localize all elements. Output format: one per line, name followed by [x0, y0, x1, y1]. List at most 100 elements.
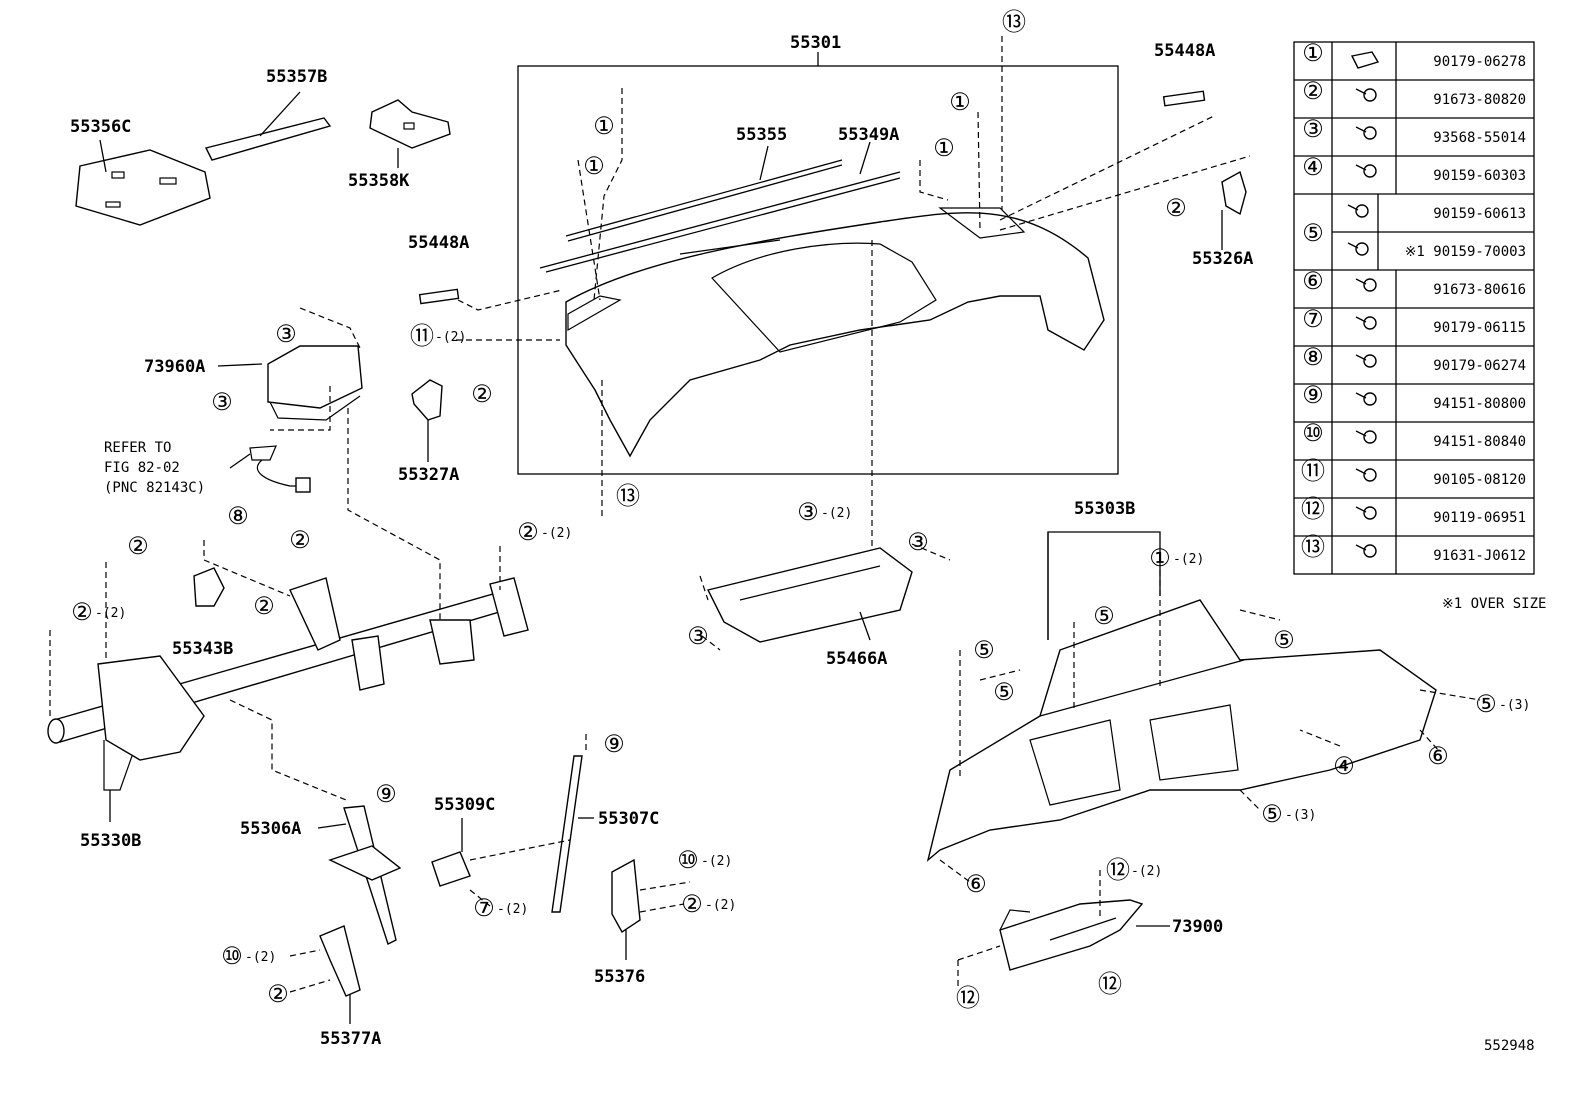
callout-number: ③ — [907, 528, 929, 556]
callout-qty: -(2) — [821, 506, 852, 521]
fastener-shank — [1355, 392, 1367, 399]
callout-number: ② — [517, 518, 539, 546]
callout-number: ⑧ — [227, 502, 249, 530]
beam-bracket-drawing — [489, 577, 529, 637]
callout-number: ② — [267, 980, 289, 1008]
fastener-part-number: 94151-80800 — [1433, 396, 1526, 412]
fastener-part-number: 91673-80616 — [1433, 282, 1526, 298]
beam-bracket-drawing — [429, 619, 475, 665]
center-brace-detail — [739, 565, 881, 601]
callout: ⑤ — [973, 636, 995, 664]
fastener-part-number: 91631-J0612 — [1433, 548, 1526, 564]
fastener-icon — [1363, 316, 1377, 330]
instrument-panel-drawing — [565, 212, 1105, 458]
callout: ⑫ — [956, 984, 980, 1012]
lower-panel-opening — [1149, 704, 1239, 781]
callout: ① — [949, 88, 971, 116]
part-label: 55448A — [1154, 41, 1215, 61]
fastener-shank — [1355, 468, 1367, 475]
part-labels: 55357B 55356C 55358K 55301 55355 55349A … — [70, 33, 1253, 1049]
fastener-icon — [1363, 392, 1377, 406]
part-label: 55307C — [598, 809, 659, 829]
fastener-part-number: 90159-60303 — [1433, 168, 1526, 184]
part-label: 55358K — [348, 171, 410, 191]
panel-strip — [539, 171, 901, 269]
callouts: ①①①①⑬②③③⑪-(2)②⑬⑧②②-(2)②②②-(2)③-(2)③③①-(2… — [71, 8, 1530, 1012]
refer-note-line: FIG 82-02 — [104, 460, 180, 476]
callout: ⑫ — [1098, 970, 1122, 998]
callout-number: ⑤ — [1093, 602, 1115, 630]
refer-note-line: REFER TO — [104, 440, 171, 456]
table-callout-number: ⑦ — [1302, 305, 1324, 333]
callout: ⑥ — [1427, 742, 1449, 770]
airbag-bracket — [269, 395, 361, 421]
table-callout-number: ④ — [1302, 153, 1324, 181]
callout-number: ② — [127, 532, 149, 560]
fastener-icon — [1363, 506, 1377, 520]
fastener-part-number: 94151-80840 — [1433, 434, 1526, 450]
callout-number: ① — [933, 134, 955, 162]
callout-qty: -(2) — [1131, 864, 1162, 879]
callout: ⑤-(3) — [1261, 800, 1316, 828]
callout-number: ① — [583, 152, 605, 180]
callout: ③-(2) — [797, 498, 852, 526]
callout: ⑦-(2) — [473, 894, 528, 922]
part-label: 55303B — [1074, 499, 1135, 519]
callout: ⑤ — [1093, 602, 1115, 630]
part-label: 55343B — [172, 639, 233, 659]
mat-slot — [105, 201, 121, 208]
table-callout-number: ⑨ — [1302, 381, 1324, 409]
callout: ⑤-(3) — [1475, 690, 1530, 718]
fastener-shank — [1355, 126, 1367, 133]
harness-connector — [295, 477, 311, 493]
callout-qty: -(3) — [1499, 698, 1530, 713]
callout-qty: -(2) — [701, 854, 732, 869]
part-label: 55355 — [736, 125, 787, 145]
callout: ②-(2) — [71, 598, 126, 626]
fastener-part-number: 91673-80820 — [1433, 92, 1526, 108]
callout-qty: -(3) — [1285, 808, 1316, 823]
panel-strip — [565, 159, 843, 237]
fastener-part-number: 90179-06115 — [1433, 320, 1526, 336]
glove-box-detail — [999, 909, 1117, 941]
callout-number: ② — [471, 380, 493, 408]
callout: ⑪-(2) — [410, 322, 466, 350]
lower-panel-opening — [1029, 719, 1121, 806]
callout-qty: -(2) — [95, 606, 126, 621]
callout-number: ⑩ — [221, 942, 243, 970]
fastener-shank — [1347, 204, 1359, 211]
fastener-icon — [1363, 544, 1377, 558]
refer-note: REFER TO FIG 82-02 (PNC 82143C) — [104, 440, 205, 496]
fastener-icon — [1363, 278, 1377, 292]
callout-number: ⑤ — [1261, 800, 1283, 828]
fastener-part-number: ※1 90159-70003 — [1405, 244, 1526, 260]
fastener-shank — [1355, 316, 1367, 323]
callout: ③ — [907, 528, 929, 556]
callout: ⑨ — [603, 730, 625, 758]
callout-number: ③ — [797, 498, 819, 526]
table-callout-number: ③ — [1302, 115, 1324, 143]
fastener-part-number: 90105-08120 — [1433, 472, 1526, 488]
part-label: 55356C — [70, 117, 131, 137]
part-label: 55327A — [398, 465, 459, 485]
bracket-55327a-drawing — [411, 379, 443, 421]
fastener-part-number: 90179-06274 — [1433, 358, 1526, 374]
bracket-55343b-drawing — [193, 567, 225, 607]
callout: ② — [267, 980, 289, 1008]
table-callout-number: ⑫ — [1301, 495, 1325, 523]
table-callout-number: ⑤ — [1302, 219, 1324, 247]
brace-55376-drawing — [611, 858, 641, 934]
fastener-shank — [1355, 354, 1367, 361]
callout: ① — [583, 152, 605, 180]
fastener-part-number: 93568-55014 — [1433, 130, 1526, 146]
callout: ⑩-(2) — [221, 942, 276, 970]
table-callout-number: ⑥ — [1302, 267, 1324, 295]
callout-number: ⑫ — [1106, 856, 1130, 884]
callout-number: ⑬ — [616, 482, 640, 510]
callout-number: ① — [949, 88, 971, 116]
part-label: 73960A — [144, 357, 205, 377]
callout: ① — [933, 134, 955, 162]
callout: ② — [289, 526, 311, 554]
callout-number: ② — [1165, 194, 1187, 222]
